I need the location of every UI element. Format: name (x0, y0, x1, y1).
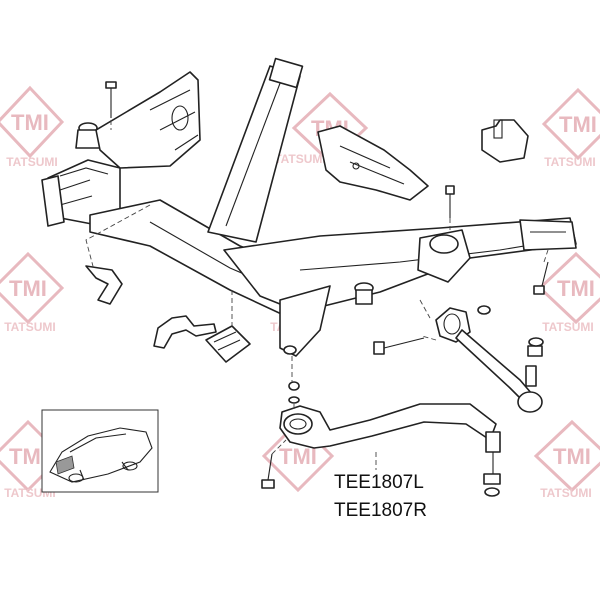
ball-joint (485, 431, 501, 453)
vehicle-location-inset (41, 409, 159, 493)
tmi-logo-watermark: TMI TATSUMI (0, 251, 65, 334)
bracket-clip-left (85, 265, 123, 305)
bolt-right-lower (533, 261, 549, 295)
control-arm (279, 403, 501, 497)
engine-mount-bracket (481, 119, 529, 163)
tmi-logo-text: TMI (279, 444, 317, 469)
front-subframe (41, 57, 577, 357)
tmi-logo-text: TMI (11, 110, 49, 135)
rubber-pad (205, 325, 251, 363)
tatsumi-brand-text: TATSUMI (6, 155, 58, 169)
heat-shield (317, 125, 429, 201)
tmi-logo-watermark: TMI TATSUMI (533, 419, 600, 500)
tmi-logo-watermark: TMI TATSUMI (0, 85, 65, 169)
tatsumi-brand-text: TATSUMI (540, 486, 592, 500)
tmi-logo-text: TMI (559, 112, 597, 137)
tmi-logo-text: TMI (557, 276, 595, 301)
tatsumi-brand-text: TATSUMI (542, 320, 594, 334)
nut-small (288, 305, 491, 404)
tmi-logo-watermark: TMI TATSUMI (541, 87, 600, 169)
stabilizer-clamp (153, 315, 217, 349)
tmi-logo-text: TMI (553, 444, 591, 469)
bolt-right-upper (445, 185, 455, 218)
bolt-top-left (105, 81, 117, 118)
tatsumi-brand-text: TATSUMI (544, 155, 596, 169)
tatsumi-brand-text: TATSUMI (274, 152, 326, 166)
tatsumi-brand-text: TATSUMI (4, 320, 56, 334)
part-number-left: TEE1807L (334, 472, 424, 493)
part-number-right: TEE1807R (334, 500, 427, 521)
tmi-logo-text: TMI (9, 276, 47, 301)
thrust-rod (435, 307, 544, 413)
bolt-lower-vertical (261, 453, 275, 489)
tmi-logo-text: TMI (9, 444, 47, 469)
control-arm-bushing (283, 413, 313, 435)
tmi-logo-watermark: TMI TATSUMI (537, 251, 600, 334)
bolt-horizontal (373, 337, 425, 355)
assembly-lines (85, 120, 549, 470)
